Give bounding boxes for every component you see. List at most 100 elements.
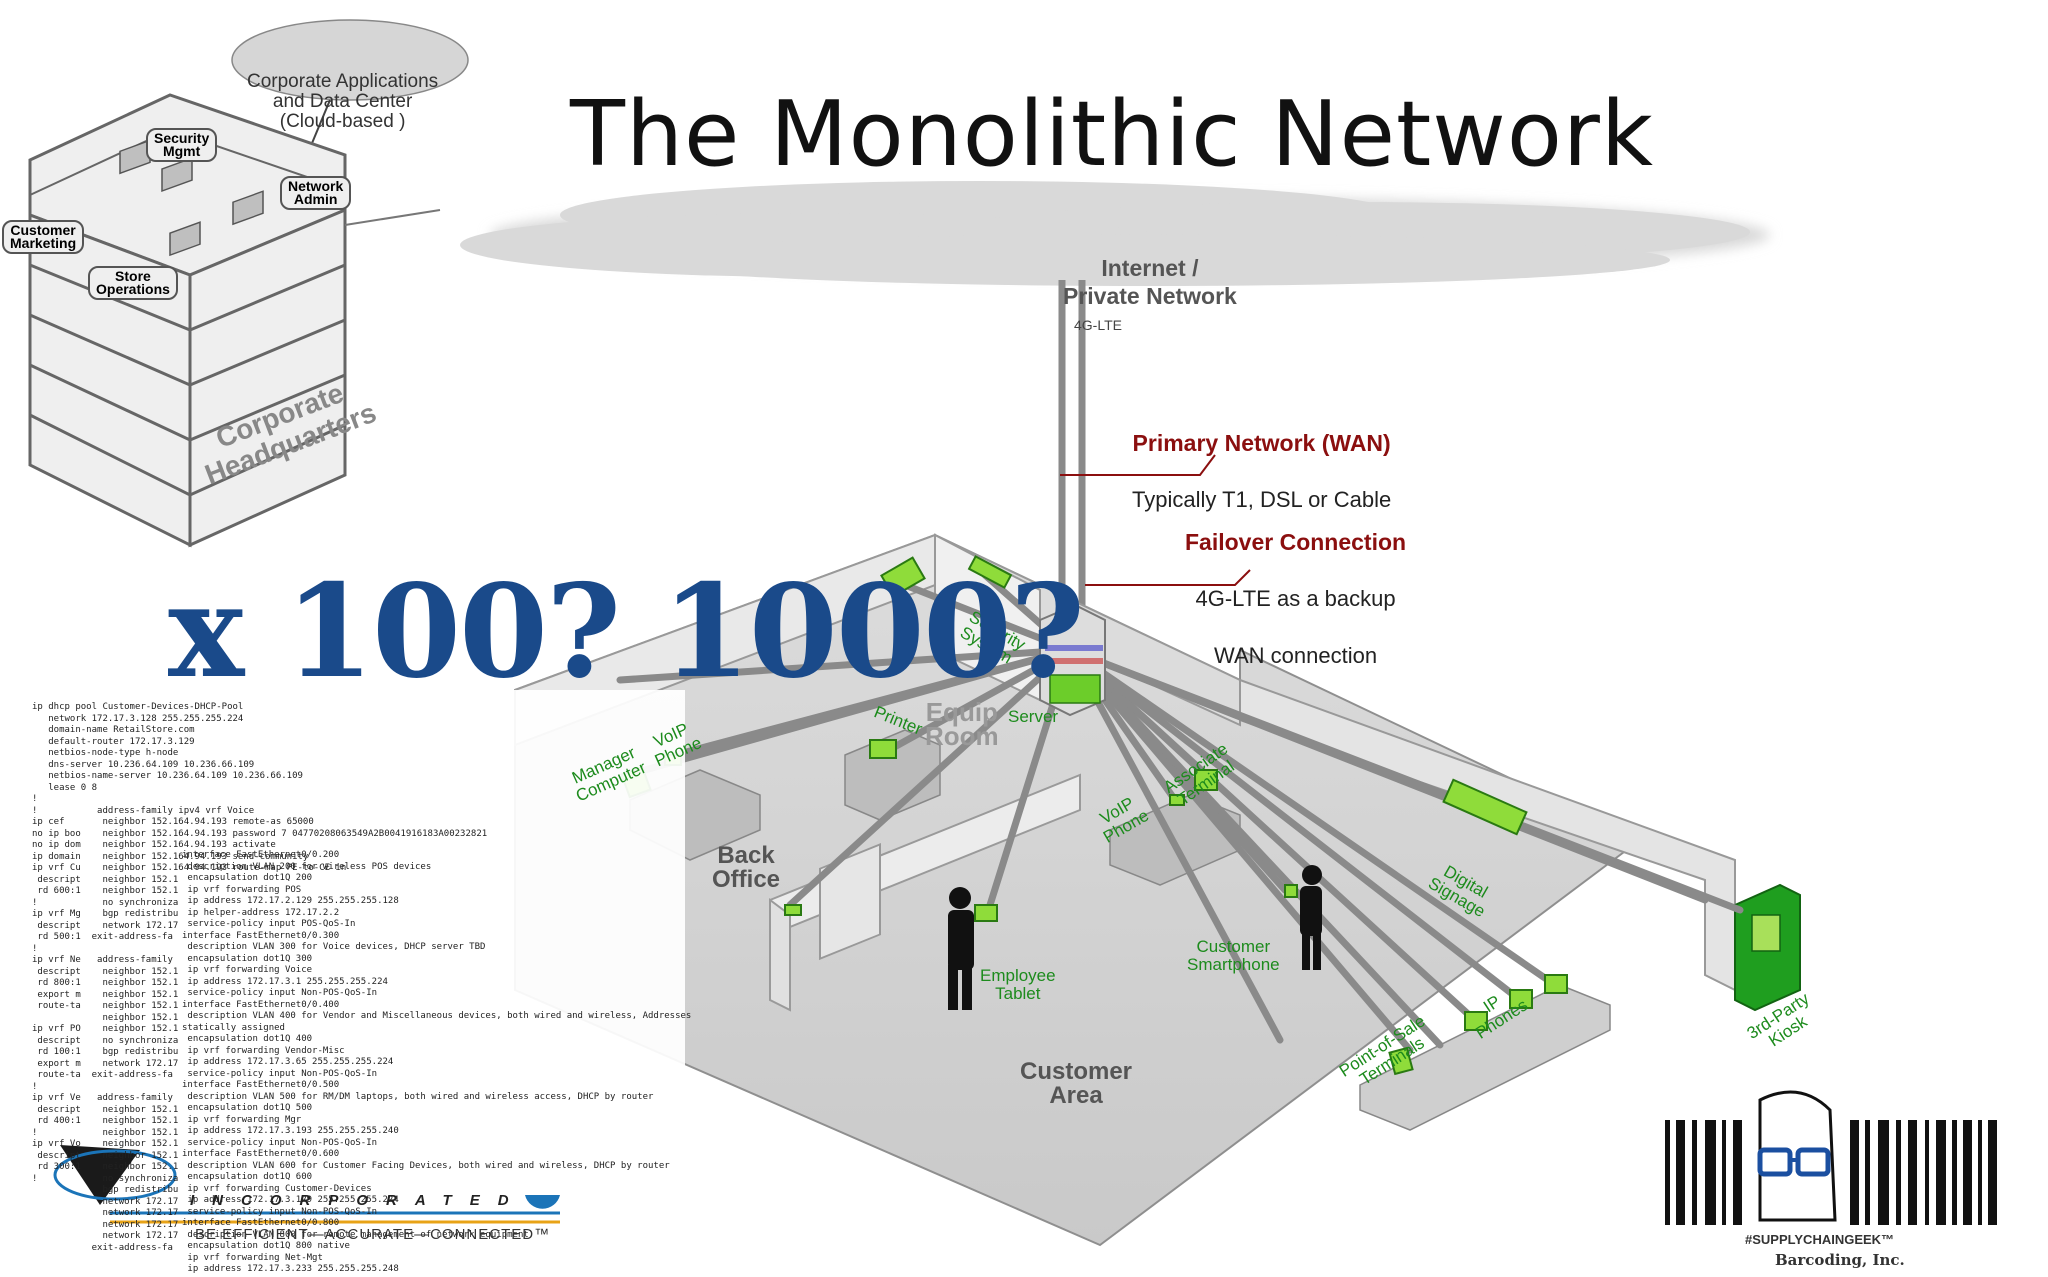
wan-links bbox=[1058, 280, 1086, 620]
config-line-right: interface FastEthernet0/0.800 bbox=[182, 1218, 340, 1228]
geek-face bbox=[1757, 1090, 1837, 1222]
config-line-right: service-policy input Non-POS-QoS-In bbox=[182, 1137, 378, 1148]
barcode-logo bbox=[1665, 1120, 1997, 1225]
config-line-right: ip helper-address 172.17.2.2 bbox=[182, 907, 340, 918]
config-line-left: domain-name RetailStore.com bbox=[32, 725, 195, 735]
failover-label: Failover Connection 4G-LTE as a backup W… bbox=[1185, 528, 1407, 669]
hashtag-label: #SUPPLYCHAINGEEK™ bbox=[1745, 1232, 1895, 1247]
config-line-left: ip vrf Ve address-family bbox=[32, 1093, 173, 1103]
config-line-left: rd 300:1 neighbor 152.1 bbox=[32, 1162, 179, 1172]
config-line-right: interface FastEthernet0/0.200 bbox=[182, 850, 340, 860]
config-line-left: no ip dom neighbor 152.164.94.193 activa… bbox=[32, 840, 276, 850]
internet-label: Internet /Private Network bbox=[1063, 255, 1237, 309]
config-line-left: rd 100:1 bgp redistribu bbox=[32, 1047, 179, 1057]
config-line-right: description VLAN 200 for wireless POS de… bbox=[182, 861, 432, 872]
config-line-left: rd 600:1 neighbor 152.1 bbox=[32, 886, 179, 896]
config-line-right: description VLAN 300 for Voice devices, … bbox=[182, 942, 486, 952]
server-label: Server bbox=[1008, 707, 1059, 726]
config-line-right: ip vrf forwarding Customer-Devices bbox=[182, 1183, 372, 1194]
config-line-right: description VLAN 400 for Vendor and Misc… bbox=[182, 1011, 692, 1021]
config-line-left: ip vrf Vo neighbor 152.1 bbox=[32, 1139, 179, 1149]
tagline: BE EFFICIENT—ACCURATE—CONNECTED™ bbox=[195, 1226, 551, 1243]
config-line-left: rd 800:1 neighbor 152.1 bbox=[32, 978, 179, 988]
config-line-left: descript neighbor 152.1 bbox=[32, 874, 179, 885]
config-line-left: ip vrf Mg bgp redistribu bbox=[32, 909, 179, 919]
employee-figure bbox=[948, 887, 974, 1010]
config-line-left: ip dhcp pool Customer-Devices-DHCP-Pool bbox=[32, 702, 244, 712]
config-line-right: ip address 172.17.3.65 255.255.255.224 bbox=[182, 1057, 394, 1067]
config-line-left: ! bbox=[32, 794, 38, 804]
config-line-left: ip domain neighbor 152.164.94.193 send-c… bbox=[32, 851, 309, 862]
lte-label: 4G-LTE bbox=[1074, 317, 1122, 333]
config-line-left: exit-address-fa bbox=[32, 1242, 173, 1253]
config-line-right: interface FastEthernet0/0.400 bbox=[182, 999, 340, 1010]
config-line-left: ! bbox=[32, 1081, 38, 1092]
config-line-left: network 172.17 bbox=[32, 1196, 179, 1207]
server-rack bbox=[1039, 603, 1106, 717]
config-line-left: ip cef neighbor 152.164.94.193 remote-as… bbox=[32, 817, 314, 827]
config-line-left: descript neighbor 152.1 bbox=[32, 1104, 179, 1115]
customer-figure bbox=[1300, 865, 1322, 970]
config-line-right: encapsulation dot1Q 600 bbox=[182, 1172, 313, 1182]
incorporated-wordmark: INCORPORATED bbox=[190, 1192, 527, 1209]
corporate-hq-building bbox=[28, 93, 347, 548]
config-line-left: bgp redistribu bbox=[32, 1185, 179, 1195]
config-line-right: interface FastEthernet0/0.300 bbox=[182, 930, 340, 941]
config-line-left: network 172.17 bbox=[32, 1208, 179, 1218]
config-line-right: ip vrf forwarding Vendor-Misc bbox=[182, 1045, 345, 1056]
incorporated-logo bbox=[53, 1145, 560, 1224]
config-line-right: encapsulation dot1Q 500 bbox=[182, 1103, 313, 1113]
config-line-left: ! bbox=[32, 943, 38, 954]
config-line-left: default-router 172.17.3.129 bbox=[32, 736, 195, 747]
config-line-right: ip vrf forwarding POS bbox=[182, 884, 302, 895]
config-line-right: ip address 172.17.3.1 255.255.255.224 bbox=[182, 976, 388, 987]
config-line-left: descript network 172.17 bbox=[32, 920, 179, 931]
config-line-right: description VLAN 600 for Customer Facing… bbox=[182, 1160, 670, 1171]
config-line-right: encapsulation dot1Q 400 bbox=[182, 1034, 313, 1044]
config-line-right: encapsulation dot1Q 200 bbox=[182, 873, 313, 883]
config-line-left: route-ta exit-address-fa bbox=[32, 1070, 173, 1080]
config-line-right: description VLAN 800 for remote manageme… bbox=[182, 1229, 529, 1240]
internet-cloud bbox=[460, 181, 1770, 286]
config-line-right: ip vrf forwarding Voice bbox=[182, 965, 313, 975]
config-line-left: descript neighbor 152.1 bbox=[32, 966, 179, 977]
config-line-left: rd 400:1 neighbor 152.1 bbox=[32, 1116, 179, 1126]
config-line-left: rd 500:1 exit-address-fa bbox=[32, 932, 173, 942]
config-line-right: encapsulation dot1Q 800 native bbox=[182, 1241, 350, 1251]
config-line-left: netbios-name-server 10.236.64.109 10.236… bbox=[32, 771, 303, 781]
config-line-right: interface FastEthernet0/0.600 bbox=[182, 1149, 340, 1159]
config-line-left: netbios-node-type h-node bbox=[32, 748, 179, 758]
config-line-left: network 172.17.3.128 255.255.255.224 bbox=[32, 713, 244, 724]
config-line-left: export m neighbor 152.1 bbox=[32, 989, 179, 1000]
company-name: Barcoding, Inc. bbox=[1775, 1251, 1905, 1269]
scale-question-text: x 100? 1000? bbox=[168, 557, 1085, 707]
config-line-right: ip address 172.17.3.193 255.255.255.240 bbox=[182, 1126, 399, 1136]
config-line-left: ! no synchroniza bbox=[32, 1173, 179, 1184]
config-line-right: ip address 172.17.2.129 255.255.255.128 bbox=[182, 896, 399, 906]
config-line-right: ip vrf forwarding Mgr bbox=[182, 1114, 302, 1125]
config-line-right: ip address 172.17.3.233 255.255.255.248 bbox=[182, 1264, 399, 1274]
green-devices bbox=[620, 555, 1568, 1076]
config-line-left: network 172.17 bbox=[32, 1219, 179, 1230]
config-line-left: descript no synchroniza bbox=[32, 1035, 179, 1046]
config-line-left: network 172.17 bbox=[32, 1231, 179, 1241]
config-line-left: lease 0 8 bbox=[32, 782, 98, 793]
config-line-right: service-policy input Non-POS-QoS-In bbox=[182, 1068, 378, 1079]
primary-network-label: Primary Network (WAN) Typically T1, DSL … bbox=[1132, 429, 1392, 513]
config-line-left: ip vrf Cu neighbor 152.164.94.193 route-… bbox=[32, 863, 347, 873]
page-title: The Monolithic Network bbox=[570, 82, 1655, 187]
config-line-right: description VLAN 500 for RM/DM laptops, … bbox=[182, 1091, 654, 1102]
config-line-right: service-policy input POS-QoS-In bbox=[182, 919, 356, 929]
config-line-right: service-policy input Non-POS-QoS-In bbox=[182, 988, 378, 998]
config-line-left: dns-server 10.236.64.109 10.236.66.109 bbox=[32, 759, 255, 770]
